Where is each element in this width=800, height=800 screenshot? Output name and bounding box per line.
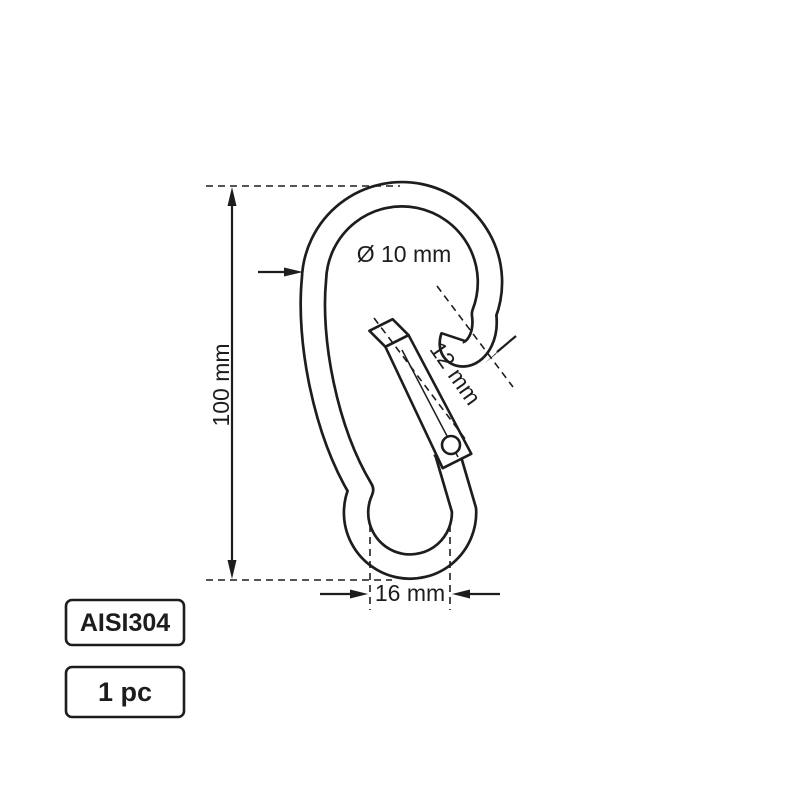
opening-extension-upper bbox=[436, 285, 514, 388]
opening-arrow-head bbox=[485, 347, 502, 363]
opening-extension-lower bbox=[373, 317, 467, 441]
inner-width-dimension: 16 mm bbox=[320, 580, 500, 606]
carabiner-figure bbox=[299, 180, 504, 581]
material-badge: AISI304 bbox=[64, 598, 186, 647]
material-badge-label: AISI304 bbox=[80, 609, 170, 637]
inner-width-right-head bbox=[452, 589, 470, 599]
length-arrow-up bbox=[227, 187, 237, 206]
quantity-badge: 1 pc bbox=[64, 665, 186, 719]
length-dimension: 100 mm bbox=[208, 187, 237, 579]
quantity-badge-label: 1 pc bbox=[98, 677, 152, 707]
inner-width-label: 16 mm bbox=[375, 580, 445, 606]
extension-lines bbox=[206, 185, 514, 610]
quantity-badge-box bbox=[64, 665, 186, 719]
wire-diameter-dimension: Ø 10 mm bbox=[258, 241, 451, 277]
carabiner-body-core bbox=[302, 183, 501, 578]
material-badge-box bbox=[64, 598, 186, 647]
inner-width-left-head bbox=[350, 589, 368, 599]
wire-diameter-arrow-head bbox=[284, 267, 303, 277]
length-label: 100 mm bbox=[208, 343, 234, 426]
nose-end-cap bbox=[440, 332, 466, 342]
gate-rivet bbox=[440, 434, 462, 456]
length-arrow-down bbox=[227, 560, 237, 579]
opening-arrow-tail bbox=[496, 335, 517, 353]
wire-diameter-label: Ø 10 mm bbox=[357, 241, 452, 267]
